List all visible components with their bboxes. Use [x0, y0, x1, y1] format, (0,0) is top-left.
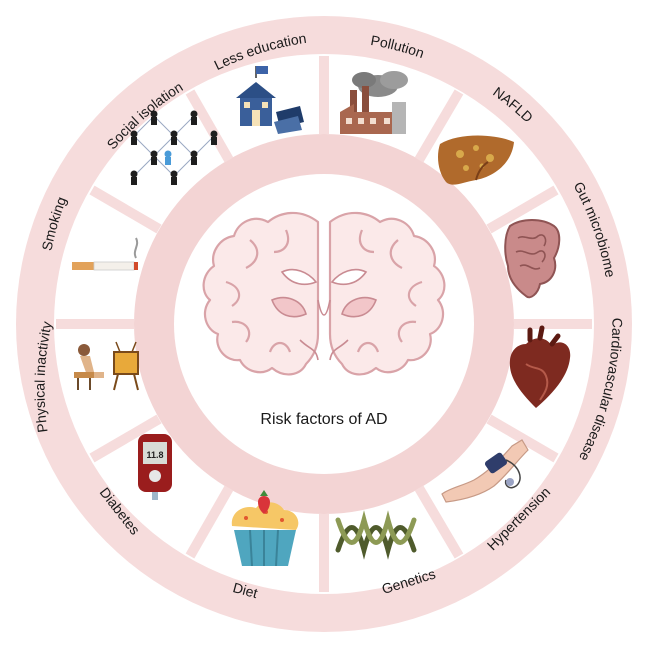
factor-label-diet: Diet	[231, 579, 259, 601]
network-people-icon	[130, 110, 218, 185]
intestine-icon	[504, 219, 561, 299]
brain-inner-structures	[270, 268, 378, 361]
dna-icon	[335, 510, 417, 560]
heart-icon	[509, 325, 571, 408]
center-title: Risk factors of AD	[260, 411, 387, 428]
liver-icon	[438, 135, 514, 185]
blood-pressure-cuff-icon	[441, 439, 529, 503]
brain-coronal-section-icon	[202, 211, 446, 376]
glucose-reading: 11.8	[146, 450, 163, 460]
tv-watching-icon	[74, 341, 139, 391]
cigarette-icon	[72, 237, 139, 271]
school-icon	[236, 66, 304, 134]
factory-icon	[340, 71, 408, 134]
cupcake-icon	[231, 490, 299, 567]
glucose-meter-icon: 11.8	[138, 434, 172, 500]
segment-dividers	[56, 56, 592, 592]
